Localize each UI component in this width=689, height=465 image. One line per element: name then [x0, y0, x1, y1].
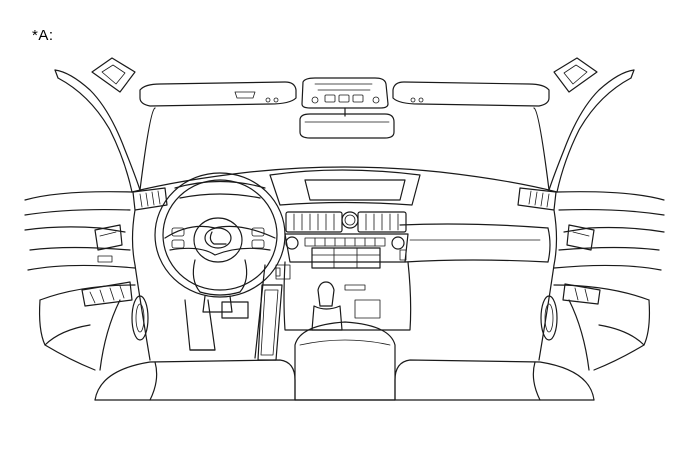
- passenger-seat: [394, 359, 595, 401]
- instrument-cluster: [174, 180, 266, 199]
- steering-column: [202, 295, 249, 319]
- gear-shifter: [311, 281, 381, 331]
- left-door-panel: [24, 191, 149, 371]
- overhead-console: [301, 77, 389, 109]
- steering-wheel-hub: [193, 217, 243, 263]
- left-kick-panel: [134, 264, 266, 361]
- center-armrest: [294, 321, 396, 401]
- driver-seat: [94, 359, 296, 401]
- pedal-area: [184, 299, 216, 351]
- center-air-vents: [285, 211, 407, 233]
- steering-wheel-buttons: [171, 227, 265, 249]
- right-a-pillar: [548, 69, 635, 193]
- right-grab-handle: [553, 57, 598, 93]
- dashboard-body: [131, 209, 558, 266]
- right-door-panel: [540, 191, 665, 371]
- center-console: [257, 261, 412, 361]
- right-air-vent: [517, 187, 557, 211]
- rear-view-mirror: [299, 107, 395, 139]
- right-kick-panel: [538, 264, 555, 361]
- callout-label-a: *A:: [32, 27, 54, 44]
- dashboard-top: [131, 107, 558, 193]
- steering-wheel: [154, 172, 286, 298]
- right-sun-visor: [392, 81, 550, 107]
- left-sun-visor: [139, 81, 297, 107]
- left-grab-handle: [91, 57, 136, 93]
- left-a-pillar: [54, 69, 141, 193]
- left-air-vent: [132, 187, 168, 211]
- audio-control-panel: [284, 233, 409, 269]
- center-display: [269, 169, 421, 206]
- analog-clock: [341, 211, 359, 229]
